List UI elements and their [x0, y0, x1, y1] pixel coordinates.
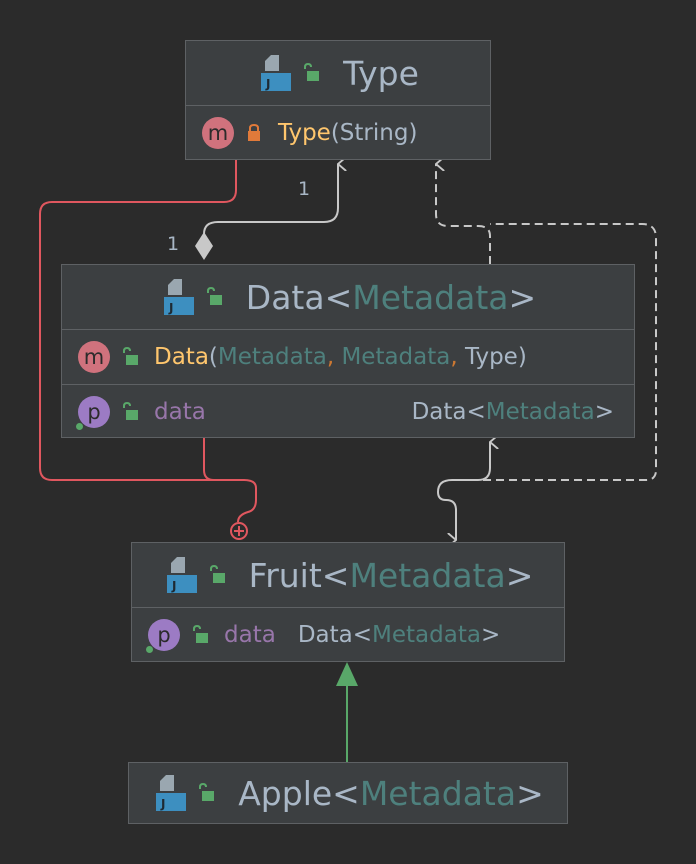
- class-node-data[interactable]: J Data<Metadata> m Data(Metadata, Metada…: [61, 264, 635, 438]
- property-badge-icon: p: [146, 618, 180, 653]
- java-class-icon: J: [163, 279, 194, 315]
- member-row-data-constructor[interactable]: m Data(Metadata, Metadata, Type): [62, 329, 634, 384]
- unlocked-icon: [193, 624, 208, 643]
- multiplicity-label-target: 1: [298, 178, 311, 200]
- edge-association-fruit-data: [436, 442, 490, 540]
- member-row-data-property[interactable]: p data Data<Metadata>: [62, 384, 634, 439]
- public-dot-icon: [146, 645, 153, 653]
- member-row-type-constructor[interactable]: m Type(String): [186, 105, 490, 159]
- property-name: data: [154, 399, 206, 425]
- unlocked-icon: [209, 565, 225, 583]
- inner-class-circle-plus-icon: [230, 522, 248, 540]
- class-node-apple[interactable]: J Apple<Metadata>: [128, 762, 568, 824]
- method-badge-icon: m: [202, 116, 234, 149]
- svg-text:J: J: [160, 797, 165, 811]
- java-class-icon: J: [261, 55, 292, 91]
- class-node-fruit[interactable]: J Fruit<Metadata> p data Data<Metadata>: [131, 542, 565, 662]
- method-badge-icon: m: [78, 341, 110, 373]
- java-class-icon: J: [156, 775, 187, 811]
- class-node-type[interactable]: J Type m Type(String): [185, 40, 491, 160]
- edge-dependency-data-type: [436, 164, 491, 264]
- method-name: Type: [278, 119, 331, 146]
- multiplicity-label-source: 1: [167, 233, 180, 255]
- svg-text:J: J: [265, 77, 270, 91]
- diamond-icon: [195, 232, 213, 260]
- edge-aggregation-data-type: [203, 164, 338, 235]
- edge-inner-type-fruit: [39, 160, 257, 523]
- property-type: Data<Metadata>: [297, 621, 501, 648]
- unlocked-icon: [123, 347, 138, 365]
- locked-icon: [248, 123, 260, 141]
- property-badge-icon: p: [76, 396, 110, 430]
- class-header-fruit: J Fruit<Metadata>: [132, 543, 564, 607]
- unlocked-icon: [206, 287, 222, 305]
- class-name-data: Data<Metadata>: [245, 277, 537, 317]
- member-row-fruit-property[interactable]: p data Data<Metadata>: [132, 607, 564, 661]
- class-name-apple: Apple<Metadata>: [238, 773, 544, 813]
- class-header-data: J Data<Metadata>: [62, 265, 634, 329]
- method-name: Data: [154, 344, 209, 370]
- method-params: (String): [330, 119, 418, 146]
- class-name-type: Type: [343, 53, 419, 93]
- class-header-type: J Type: [186, 41, 490, 105]
- class-name-fruit: Fruit<Metadata>: [248, 555, 534, 595]
- property-type: Data<Metadata>: [411, 399, 614, 425]
- generalization-arrow-icon: [336, 662, 358, 686]
- svg-text:J: J: [171, 579, 176, 593]
- edge-inner-data-fruit: [203, 438, 244, 481]
- unlocked-icon: [304, 63, 320, 81]
- java-class-icon: J: [166, 557, 197, 593]
- unlocked-icon: [199, 783, 215, 801]
- class-header-apple: J Apple<Metadata>: [129, 763, 567, 823]
- unlocked-icon: [123, 402, 138, 420]
- property-name: data: [224, 621, 276, 648]
- public-dot-icon: [76, 423, 83, 430]
- svg-text:J: J: [168, 301, 173, 315]
